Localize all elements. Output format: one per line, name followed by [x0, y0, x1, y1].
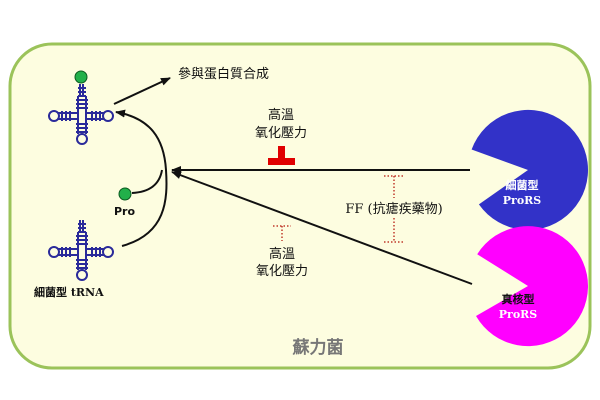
eukaryotic-prors-arrow	[171, 171, 473, 285]
pro-label: Pro	[114, 205, 135, 218]
eukaryotic-prors-shape	[476, 226, 589, 347]
eukaryotic-prors-line2: ProRS	[499, 308, 538, 321]
uncharged-trna-icon	[48, 220, 114, 281]
cell-frame	[8, 42, 592, 370]
eukaryotic-prors-line1: 真核型	[502, 292, 535, 306]
inhibition-bar-icon	[268, 146, 295, 165]
pro-input-curve	[131, 169, 163, 194]
bacterial-prors-shape	[471, 109, 589, 230]
bacterial-trna-label: 細菌型 tRNA	[34, 285, 104, 299]
stress-bottom-line1: 高溫	[269, 246, 295, 262]
ff-drug-bracket	[384, 175, 404, 243]
amino-acid-dot-charged	[74, 70, 88, 84]
bacterial-prors-line1: 細菌型	[506, 178, 539, 192]
stress-top-line2: 氧化壓力	[255, 126, 307, 141]
charged-trna-icon	[48, 84, 114, 145]
protein-synthesis-label: 參與蛋白質合成	[178, 66, 269, 82]
stress-bottom-bracket	[273, 225, 291, 241]
aminoacylation-arc-arrow	[115, 109, 168, 247]
amino-acid-dot-pro	[118, 187, 132, 201]
protein-synthesis-arrow	[113, 77, 171, 105]
bacterial-prors-line2: ProRS	[503, 194, 542, 207]
ff-drug-label: FF (抗瘧疾藥物)	[345, 201, 442, 217]
stress-bottom-line2: 氧化壓力	[256, 264, 308, 279]
organism-label: 蘇力菌	[292, 337, 344, 358]
stress-top-line1: 高溫	[268, 107, 294, 123]
